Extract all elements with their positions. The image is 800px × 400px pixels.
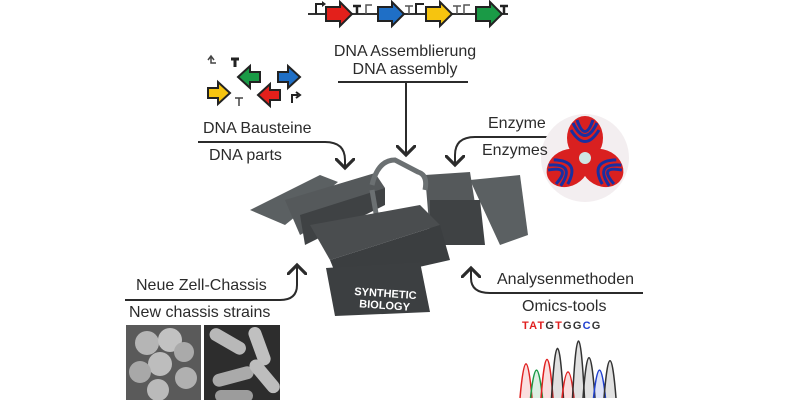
gene-green-icon <box>475 0 504 29</box>
sequence-base: G <box>591 320 602 332</box>
promoter-icon <box>207 54 216 64</box>
gene-yellow-icon <box>207 79 232 107</box>
promoter-icon <box>322 1 326 7</box>
enzyme-arrow <box>455 136 553 165</box>
chassis-arrow <box>125 265 297 301</box>
gene-blue-icon <box>377 0 406 29</box>
label-assembly-de: DNA Assemblierung <box>333 43 477 60</box>
sequence-base: C <box>582 320 592 332</box>
label-chassis-de: Neue Zell-Chassis <box>136 277 267 294</box>
dna-parts-cluster <box>207 54 302 109</box>
gene-green-icon <box>236 63 261 91</box>
gene-red-icon <box>256 81 281 109</box>
chromatogram-peak <box>603 360 617 399</box>
sequence-base: G <box>572 320 583 332</box>
label-parts-en: DNA parts <box>209 147 282 164</box>
assembly-arrow <box>338 81 468 155</box>
sequence-base: T <box>537 320 546 332</box>
terminator-icon <box>231 57 239 67</box>
label-analysis-de: Analysenmethoden <box>497 271 634 288</box>
label-enzyme-de: Enzyme <box>488 115 546 132</box>
terminator-icon <box>453 5 461 14</box>
label-chassis-en: New chassis strains <box>129 304 271 321</box>
label-analysis-en: Omics-tools <box>522 298 607 315</box>
terminator-icon <box>235 97 243 106</box>
terminator-icon <box>500 4 508 14</box>
gene-yellow-icon <box>425 0 454 29</box>
promoter-icon <box>291 91 302 103</box>
promoter-icon <box>365 4 372 14</box>
sequence-base: A <box>529 320 538 332</box>
label-parts-de: DNA Bausteine <box>203 120 312 137</box>
promoter-icon <box>315 3 324 14</box>
sequence-base: T <box>522 320 530 332</box>
chromatogram-peak <box>519 363 533 399</box>
gene-red-icon <box>325 0 354 29</box>
sequence-base: G <box>563 320 573 332</box>
chromatogram-peak <box>550 347 565 399</box>
label-enzyme-en: Enzymes <box>482 142 548 159</box>
chromatogram-peak <box>571 340 586 399</box>
chromatogram-peak <box>582 357 596 399</box>
sequence-base: G <box>545 320 556 332</box>
analysis-arrow <box>471 268 643 294</box>
bacteria-cocci-image <box>126 325 201 400</box>
label-assembly-en: DNA assembly <box>352 61 458 78</box>
promoter-icon <box>415 3 424 14</box>
sequence-text: TATGTGGCG <box>522 320 602 332</box>
terminator-icon <box>353 4 361 14</box>
parts-arrow <box>198 141 345 168</box>
chromatogram <box>519 340 617 399</box>
sequence-base: T <box>555 320 564 332</box>
promoter-icon <box>463 4 470 14</box>
gene-blue-icon <box>277 63 302 91</box>
bacteria-rods-image <box>204 325 280 400</box>
dna-assembly-construct <box>308 0 508 29</box>
terminator-icon <box>405 5 413 14</box>
enzyme-structure-image <box>541 114 629 202</box>
toolbox-image <box>250 157 528 316</box>
